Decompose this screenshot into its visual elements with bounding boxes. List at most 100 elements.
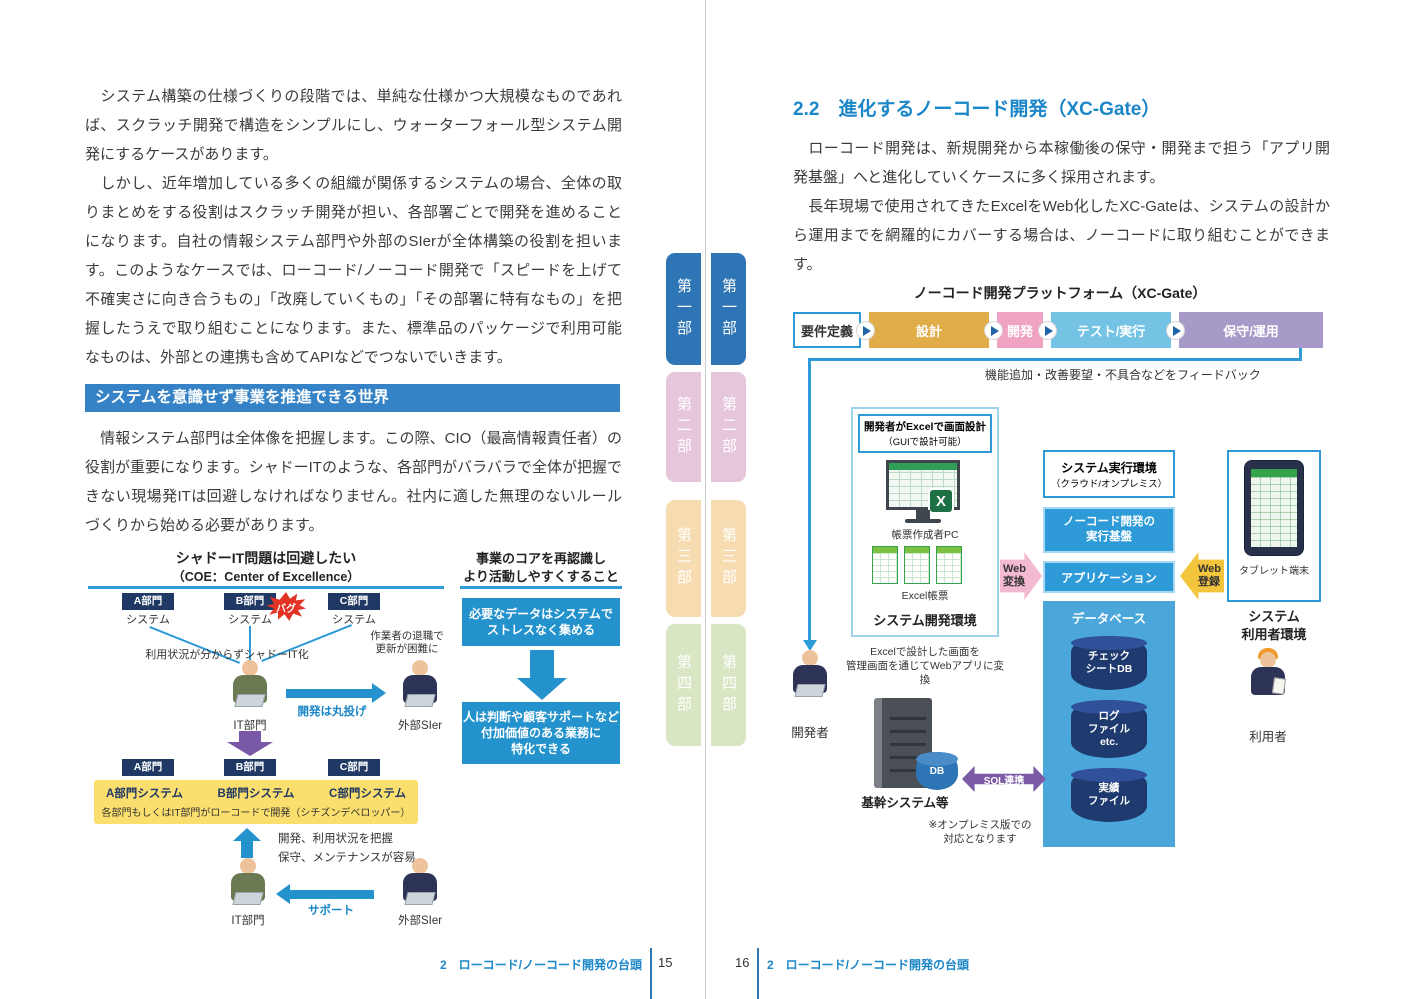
feedback-line	[808, 358, 811, 640]
dept-system-label: B部門システム	[217, 788, 295, 800]
spine-tab-part3: 第三部	[711, 500, 746, 617]
application-box: アプリケーション	[1043, 561, 1175, 593]
it-dept-label: IT部門	[231, 915, 265, 927]
up-arrow-head	[233, 828, 261, 841]
flow-arrow-icon	[856, 321, 875, 340]
laptop-icon	[234, 694, 266, 707]
tablet-screen	[1251, 469, 1297, 547]
external-sier-label: 外部SIer	[397, 720, 443, 732]
user-env-label: システム 利用者環境	[1241, 609, 1307, 642]
body-paragraph: しかし、近年増加している多くの組織が関係するシステムの場合、全体の取りまとめをす…	[85, 175, 622, 366]
feedback-arrow-head	[803, 640, 817, 651]
person-head	[412, 858, 428, 874]
diagram-left-subtitle: （COE：Center of Excellence）	[172, 570, 360, 584]
dept-system-label: C部門システム	[329, 788, 406, 800]
core-value-box: 人は判断や顧客サポートなど 付加価値のある業務に 特化できる	[462, 702, 620, 764]
developer-label: 開発者	[791, 726, 829, 740]
footer-rule	[650, 948, 652, 999]
section-heading: システムを意識せず事業を推進できる世界	[85, 384, 620, 412]
runtime-box: ノーコード開発の 実行基盤	[1043, 507, 1175, 553]
page-divider	[705, 0, 706, 999]
cylinder-top	[1071, 636, 1147, 650]
external-sier-person-icon	[398, 858, 442, 912]
outsource-arrow-head	[372, 683, 386, 703]
dept-box-b: B部門	[224, 759, 276, 776]
exec-env-title: システム実行環境	[1061, 461, 1157, 475]
lowcode-dev-box: A部門システム B部門システム C部門システム 各部門もしくはIT部門がローコー…	[94, 780, 418, 824]
excel-design-note: 開発者がExcelで画面設計 （GUIで設計可能）	[858, 414, 992, 453]
user-person-icon	[1246, 648, 1290, 706]
person-head	[412, 660, 428, 676]
clipboard-icon	[1271, 677, 1287, 695]
flow-arrow-icon	[984, 321, 1003, 340]
page-number: 16	[735, 955, 750, 970]
spine-tab-part1: 第一部	[666, 253, 701, 365]
sheets-label: Excel帳票	[901, 590, 949, 602]
person-head	[242, 660, 258, 676]
excel-sheet-icon	[872, 546, 898, 584]
it-dept-person-icon	[228, 660, 272, 714]
diagram-right-title: 事業のコアを再認識し	[475, 551, 606, 566]
up-arrow	[241, 841, 253, 858]
dept-box-a: A部門	[122, 759, 174, 776]
flow-step-develop: 開発	[997, 312, 1043, 348]
outsource-label: 開発は丸投げ	[297, 706, 367, 718]
person-head	[1260, 652, 1276, 668]
flow-arrow-icon	[1166, 321, 1185, 340]
sql-link-label: SQL連携	[983, 776, 1025, 787]
pc-label: 帳票作成者PC	[891, 529, 959, 541]
transition-arrow-head	[227, 742, 273, 756]
dept-box-c: C部門	[328, 593, 380, 610]
monitor-icon	[886, 460, 960, 510]
excel-design-line1: 開発者がExcelで画面設計	[864, 421, 986, 433]
title-underline	[88, 586, 444, 589]
dept-box-c: C部門	[328, 759, 380, 776]
user-label: 利用者	[1249, 730, 1287, 744]
flow-step-test: テスト/実行	[1051, 312, 1171, 348]
shadow-it-note: 利用状況が分からずシャドーIT化	[145, 649, 309, 661]
feedback-note: 機能追加・改善要望・不具合などをフィードバック	[985, 368, 1261, 382]
spine-tab-part2: 第二部	[711, 372, 746, 482]
tablet-label: タブレット端末	[1239, 566, 1309, 577]
body-paragraph: 長年現場で使用されてきたExcelをWeb化したXC-Gateは、システムの設計…	[793, 198, 1330, 273]
footer-rule	[757, 948, 759, 999]
db-cylinder: DB	[916, 752, 958, 790]
spine-tab-part4: 第四部	[711, 624, 746, 746]
external-sier-person-icon	[398, 660, 442, 714]
support-arrow	[290, 890, 374, 899]
flow-step-requirements: 要件定義	[793, 312, 861, 348]
diagram-left-title: シャドーIT問題は回避したい	[175, 550, 357, 566]
monitor-base	[905, 519, 941, 523]
title-underline	[460, 586, 622, 589]
exec-env-sub: （クラウド/オンプレミス）	[1050, 479, 1168, 490]
support-arrow-head	[276, 884, 290, 904]
dev-env-label: システム開発環境	[873, 613, 977, 628]
excel-design-line2: （GUIで設計可能）	[883, 437, 967, 448]
dept-box-b: B部門	[224, 593, 276, 610]
excel-sheet-icon	[904, 546, 930, 584]
spine-tab-part4: 第四部	[666, 624, 701, 746]
monitor-stand	[916, 510, 930, 519]
tablet-icon	[1244, 460, 1304, 556]
body-paragraph: 情報システム部門は全体像を把握します。この際、CIO（最高情報責任者）の役割が重…	[85, 430, 622, 534]
developer-person-icon	[788, 650, 832, 704]
system-label: システム	[332, 614, 376, 626]
core-system-label: 基幹システム等	[861, 796, 949, 810]
system-label: システム	[126, 614, 170, 626]
spine-tab-part3: 第三部	[666, 500, 701, 617]
diagram-right-subtitle: より活動しやすくすること	[463, 569, 619, 584]
system-label: システム	[228, 614, 272, 626]
arrow-line	[249, 626, 251, 662]
laptop-icon	[794, 684, 826, 697]
flow-arrow-icon	[1038, 321, 1057, 340]
convert-note: Excelで設計した画面を 管理画面を通じてWebアプリに変換	[846, 646, 1004, 686]
spine-tab-part2: 第二部	[666, 372, 701, 482]
laptop-icon	[404, 892, 436, 905]
exec-env-box: システム実行環境 （クラウド/オンプレミス）	[1043, 450, 1175, 498]
web-register-arrow: Web 登録	[1180, 552, 1224, 600]
grasp-note: 開発、利用状況を把握 保守、メンテナンスが容易	[278, 833, 416, 864]
big-down-arrow-head	[517, 678, 567, 700]
feedback-line	[1299, 348, 1302, 361]
body-paragraph: ローコード開発は、新規開発から本稼働後の保守・開発まで担う「アプリ開発基盤」へと…	[793, 140, 1330, 186]
